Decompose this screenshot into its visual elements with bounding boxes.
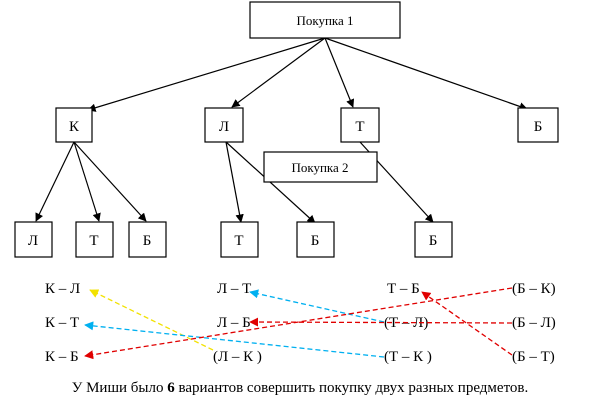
edge-k-b — [73, 141, 147, 222]
node-b: Б — [517, 107, 559, 143]
pair-k-l: К – Л — [45, 281, 80, 297]
node-l-t-label: Т — [234, 233, 243, 249]
conclusion-count: 6 — [167, 380, 175, 396]
node-l-t: Т — [220, 221, 259, 258]
arrow-lk-to-kl — [89, 289, 214, 351]
node-l-b-label: Б — [311, 233, 320, 249]
node-k-t-label: Т — [89, 233, 98, 249]
node-k-b-label: Б — [143, 233, 152, 249]
node-l: Л — [204, 107, 244, 143]
node-k-l: Л — [14, 221, 53, 258]
node-k-l-label: Л — [28, 233, 38, 249]
root-label: Покупка 1 — [296, 13, 353, 28]
root-node: Покупка 1 — [249, 1, 401, 39]
arrow-tl-to-lt — [249, 289, 385, 323]
conclusion-after: вариантов совершить покупку двух разных … — [174, 380, 529, 396]
conclusion-before: У Миши было — [71, 380, 168, 396]
pair-l-b: Л – Б — [217, 315, 251, 331]
edge-root-k — [87, 37, 326, 112]
pair-t-b: Т – Б — [387, 281, 420, 297]
node-t-label: Т — [355, 119, 364, 135]
matching-arrows — [84, 287, 513, 360]
edge-k-t — [73, 141, 101, 222]
node-k-b: Б — [128, 221, 167, 258]
purchase-2-label: Покупка 2 — [291, 160, 348, 175]
pair-t-k: (Т – К ) — [384, 349, 432, 365]
edge-l-t — [225, 141, 244, 223]
edge-k-l — [35, 141, 75, 222]
pair-k-t: К – Т — [45, 315, 79, 331]
conclusion-text: У Миши было 6 вариантов совершить покупк… — [0, 380, 600, 397]
node-t-b: Б — [414, 221, 453, 258]
node-l-b: Б — [296, 221, 335, 258]
node-k: К — [55, 107, 93, 143]
pair-b-k: (Б – К) — [512, 281, 556, 297]
arrow-bl-to-lb — [249, 317, 513, 327]
edge-root-l — [231, 37, 326, 108]
node-k-t: Т — [75, 221, 114, 258]
pair-l-t: Л – Т — [217, 281, 251, 297]
arrow-bt-to-tb — [421, 291, 513, 356]
node-t-b-label: Б — [429, 233, 438, 249]
node-l-label: Л — [219, 119, 229, 135]
pair-b-l: (Б – Л) — [512, 315, 556, 331]
tree-edges — [35, 37, 528, 224]
node-k-label: К — [69, 119, 80, 135]
pair-b-t: (Б – Т) — [512, 349, 555, 365]
edge-root-b — [324, 37, 528, 111]
node-b-label: Б — [534, 119, 543, 135]
arrow-tk-to-kt — [84, 321, 385, 358]
purchase-2-label-box: Покупка 2 — [263, 151, 378, 183]
pair-k-b: К – Б — [45, 349, 79, 365]
arrow-bk-to-kb — [84, 287, 513, 360]
node-t: Т — [340, 107, 380, 143]
edge-root-t — [324, 37, 355, 108]
pair-labels: К – Л К – Т К – Б Л – Т Л – Б (Л – К ) Т… — [45, 281, 556, 365]
pair-l-k: (Л – К ) — [213, 349, 262, 365]
